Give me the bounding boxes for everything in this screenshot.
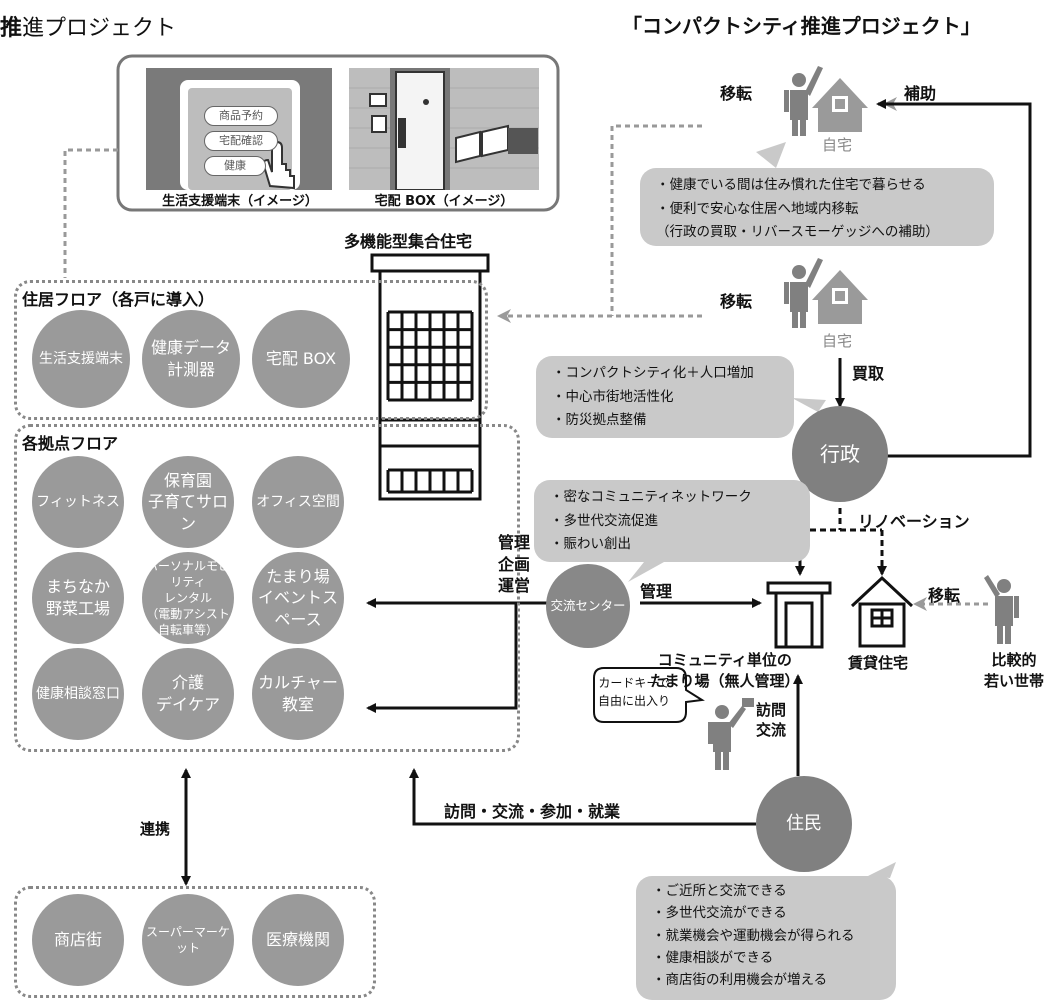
- terminal-button-1: 宅配確認: [204, 131, 278, 151]
- visit-exchange-label: 訪問 交流: [756, 701, 787, 740]
- card-callout-bubble: [593, 667, 705, 723]
- base-item-6: 健康相談窓口: [32, 648, 124, 740]
- manage-plan-label: 管理 企画 運営: [498, 533, 531, 596]
- rental-house-icon: [850, 575, 914, 648]
- subsidy-label: 補助: [904, 84, 937, 103]
- left-title-bold: 推: [0, 15, 23, 41]
- home-icon-mid: [807, 264, 873, 324]
- left-title-rest: 進プロジェクト: [22, 16, 177, 41]
- base-item-2: オフィス空間: [252, 456, 344, 548]
- base-floor-title: 各拠点フロア: [22, 434, 119, 453]
- residents-note: ・ご近所と交流できる・多世代交流ができる・就業機会や運動機会が得られる・健康相談…: [636, 876, 896, 1000]
- person-icon-top: [784, 66, 823, 136]
- delivery-box-caption: 宅配 BOX（イメージ）: [374, 194, 514, 209]
- card-callout-text: カードキーで 自由に出入り: [598, 676, 671, 708]
- gov-note: ・コンパクトシティ化＋人口増加・中心市街地活性化・防災拠点整備: [536, 356, 794, 438]
- terminal-button-2: 健康: [204, 156, 266, 176]
- move-label-right: 移転: [928, 586, 961, 605]
- home-label-mid: 自宅: [822, 332, 853, 350]
- young-household-label: 比較的 若い世帯: [984, 651, 1045, 690]
- move-label-mid: 移転: [720, 292, 753, 311]
- base-item-4: パーソナルモビリティ レンタル （電動アシスト自転車等）: [142, 552, 234, 644]
- home-icon-top: [807, 72, 873, 132]
- home-label-top: 自宅: [822, 136, 853, 154]
- top-panel: [116, 54, 560, 212]
- terminal-button-0: 商品予約: [204, 106, 278, 126]
- base-floor-group: [14, 424, 520, 752]
- right-title: 「コンパクトシティ推進プロジェクト」: [622, 14, 981, 38]
- move-label-top: 移転: [720, 84, 753, 103]
- base-item-7: 介護 デイケア: [142, 648, 234, 740]
- home-note: ・健康でいる間は住み慣れた住宅で暮らせる・便利で安心な住居へ地域内移転（行政の買…: [640, 168, 994, 246]
- base-item-3: まちなか 野菜工場: [32, 552, 124, 644]
- residence-floor-title: 住居フロア（各戸に導入）: [22, 290, 215, 309]
- manage-label: 管理: [640, 582, 673, 601]
- base-item-8: カルチャー 教室: [252, 648, 344, 740]
- exchange-center-hub: 交流センター: [546, 564, 630, 648]
- residence-floor-group: [14, 280, 488, 420]
- renovation-label: リノベーション: [858, 512, 970, 531]
- residence-item-0: 生活支援端末: [32, 310, 130, 408]
- person-icon-young: [984, 575, 1019, 644]
- link-label: 連携: [140, 820, 171, 838]
- residents-hub: 住民: [756, 776, 852, 872]
- partner-group: [14, 886, 376, 998]
- person-icon-mid: [784, 258, 823, 328]
- residence-item-1: 健康データ 計測器: [142, 310, 240, 408]
- building-icon: [370, 253, 490, 501]
- rental-house-label: 賃貸住宅: [848, 654, 909, 672]
- purchase-label: 買取: [852, 364, 885, 383]
- left-title: 推進プロジェクト: [0, 10, 176, 42]
- residence-item-2: 宅配 BOX: [252, 310, 350, 408]
- building-label: 多機能型集合住宅: [344, 232, 473, 251]
- person-icon-card: [708, 698, 754, 770]
- community-place-icon: [766, 581, 832, 649]
- exchange-center-note: ・密なコミュニティネットワーク・多世代交流促進・賑わい創出: [534, 480, 810, 562]
- base-item-0: フィットネス: [32, 456, 124, 548]
- gov-hub: 行政: [792, 406, 888, 502]
- partner-item-0: 商店街: [32, 894, 124, 986]
- partner-item-2: 医療機関: [252, 894, 344, 986]
- base-item-1: 保育園 子育てサロン: [142, 456, 234, 548]
- terminal-caption: 生活支援端末（イメージ）: [162, 194, 318, 209]
- community-place-label: コミュニティ単位の たまり場（無人管理）: [650, 651, 800, 690]
- partner-item-1: スーパーマーケット: [142, 894, 234, 986]
- base-item-5: たまり場 イベントスペース: [252, 552, 344, 644]
- visit-activities-label: 訪問・交流・参加・就業: [444, 802, 621, 821]
